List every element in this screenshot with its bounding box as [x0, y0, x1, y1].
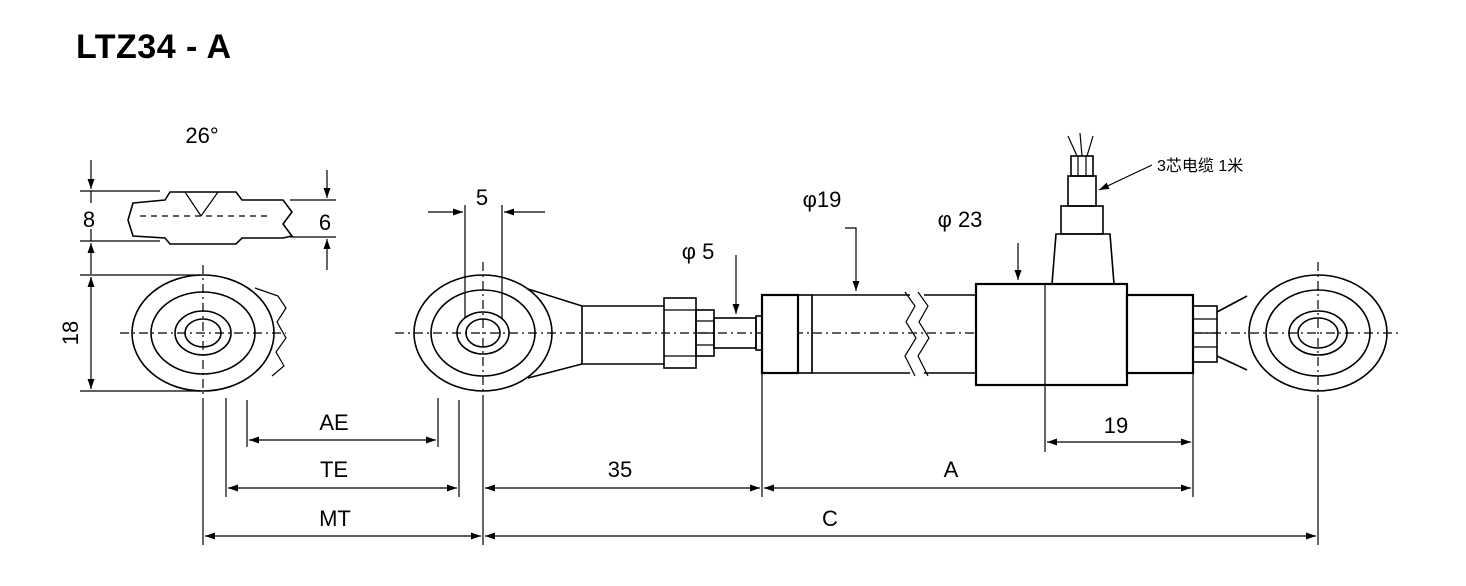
load-cell-assembly — [395, 132, 1400, 452]
dim-6-label: 6 — [319, 210, 331, 235]
phi-5-label: φ 5 — [682, 239, 715, 264]
rod-end-side-view — [80, 160, 336, 274]
phi-23-label: φ 23 — [938, 207, 983, 232]
ae-label: AE — [319, 410, 348, 435]
left-rod-end-eye — [80, 265, 287, 400]
dim-5 — [428, 205, 545, 318]
dim-35-label: 35 — [608, 457, 632, 482]
te-label: TE — [320, 457, 348, 482]
dimension-lines — [205, 436, 1316, 540]
mt-label: MT — [319, 506, 351, 531]
leader-lines — [732, 164, 1153, 314]
dim-5-label: 5 — [476, 185, 488, 210]
dim-19-label: 19 — [1104, 413, 1128, 438]
drawing-title: LTZ34 - A — [76, 28, 232, 66]
angle-label: 26° — [185, 123, 218, 148]
dim-8-label: 8 — [83, 207, 95, 232]
dim-18-label: 18 — [58, 321, 83, 345]
c-label: C — [822, 506, 838, 531]
a-label: A — [944, 457, 959, 482]
cable-note-label: 3芯电缆 1米 — [1157, 157, 1243, 175]
phi-19-label: φ19 — [803, 187, 842, 212]
extension-lines — [202, 373, 1319, 545]
